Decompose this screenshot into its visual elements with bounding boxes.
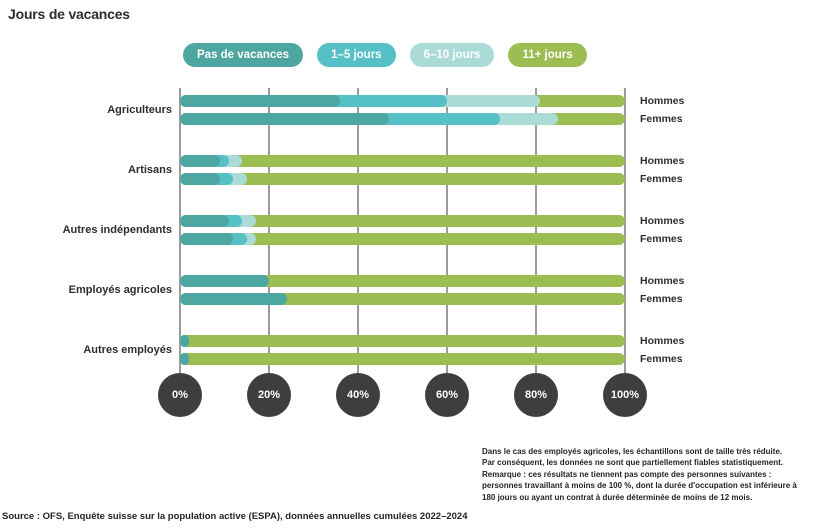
row-label: Hommes	[640, 215, 685, 227]
row-label: Femmes	[640, 293, 683, 305]
axis-tick-circle: 20%	[247, 373, 291, 417]
bar-segment	[180, 173, 221, 185]
bar-autres-employ-s-femmes	[180, 353, 625, 365]
bar-segment	[180, 353, 189, 365]
gridline	[624, 88, 626, 376]
caption-note: Dans le cas des employés agricoles, les …	[482, 446, 834, 503]
bar-segment	[180, 233, 234, 245]
category-label: Agriculteurs	[107, 104, 172, 116]
category-label: Autres employés	[83, 344, 172, 356]
bar-segment	[180, 335, 625, 347]
caption-line: 180 jours ou ayant un contrat à durée dé…	[482, 492, 753, 502]
bar-agriculteurs-femmes	[180, 113, 625, 125]
bar-autres-ind-pendants-femmes	[180, 233, 625, 245]
bar-segment	[180, 353, 625, 365]
legend-pill: 6–10 jours	[409, 43, 495, 67]
bar-segment	[180, 155, 625, 167]
bar-artisans-femmes	[180, 173, 625, 185]
row-label: Femmes	[640, 233, 683, 245]
legend-pill: 11+ jours	[508, 43, 587, 67]
axis-tick-circle: 100%	[603, 373, 647, 417]
caption-line: Par conséquent, les données ne sont que …	[482, 458, 783, 468]
legend: Pas de vacances 1–5 jours 6–10 jours 11+ jo…	[183, 43, 587, 67]
axis-tick-circle: 0%	[158, 373, 202, 417]
caption-line: Remarque : ces résultats ne tiennent pas…	[482, 469, 772, 479]
chart-title: Jours de vacances	[8, 6, 130, 22]
bar-agriculteurs-hommes	[180, 95, 625, 107]
row-label: Femmes	[640, 353, 683, 365]
bar-segment	[180, 215, 229, 227]
category-label: Autres indépendants	[62, 224, 172, 236]
bar-autres-employ-s-hommes	[180, 335, 625, 347]
bar-segment	[180, 275, 269, 287]
row-label: Femmes	[640, 113, 683, 125]
category-label: Artisans	[127, 164, 172, 176]
row-label: Hommes	[640, 275, 685, 287]
bar-artisans-hommes	[180, 155, 625, 167]
bar-segment	[180, 113, 390, 125]
bar-segment	[180, 155, 221, 167]
bar-segment	[180, 215, 625, 227]
axis-tick-circle: 40%	[336, 373, 380, 417]
bar-segment	[180, 275, 625, 287]
bar-employ-s-agricoles-hommes	[180, 275, 625, 287]
legend-pill: Pas de vacances	[183, 43, 304, 67]
bar-segment	[180, 173, 625, 185]
category-label: Employés agricoles	[68, 284, 172, 296]
row-label: Hommes	[640, 155, 685, 167]
axis-tick-circle: 80%	[514, 373, 558, 417]
legend-pill: 1–5 jours	[317, 43, 396, 67]
gridline	[357, 88, 359, 376]
row-label: Femmes	[640, 173, 683, 185]
bar-segment	[180, 293, 287, 305]
gridline	[446, 88, 448, 376]
caption-line: Dans le cas des employés agricoles, les …	[482, 447, 783, 456]
gridline	[268, 88, 270, 376]
bar-segment	[180, 95, 341, 107]
gridline	[179, 88, 181, 376]
bar-employ-s-agricoles-femmes	[180, 293, 625, 305]
caption-line: personnes travaillant à moins de 100 %, …	[482, 481, 797, 491]
axis-tick-circle: 60%	[425, 373, 469, 417]
gridline	[535, 88, 537, 376]
row-label: Hommes	[640, 335, 685, 347]
source-note: Source : OFS, Enquête suisse sur la popu…	[2, 511, 468, 522]
bar-autres-ind-pendants-hommes	[180, 215, 625, 227]
row-label: Hommes	[640, 95, 685, 107]
bar-segment	[180, 293, 625, 305]
bar-segment	[180, 233, 625, 245]
bar-segment	[180, 335, 189, 347]
